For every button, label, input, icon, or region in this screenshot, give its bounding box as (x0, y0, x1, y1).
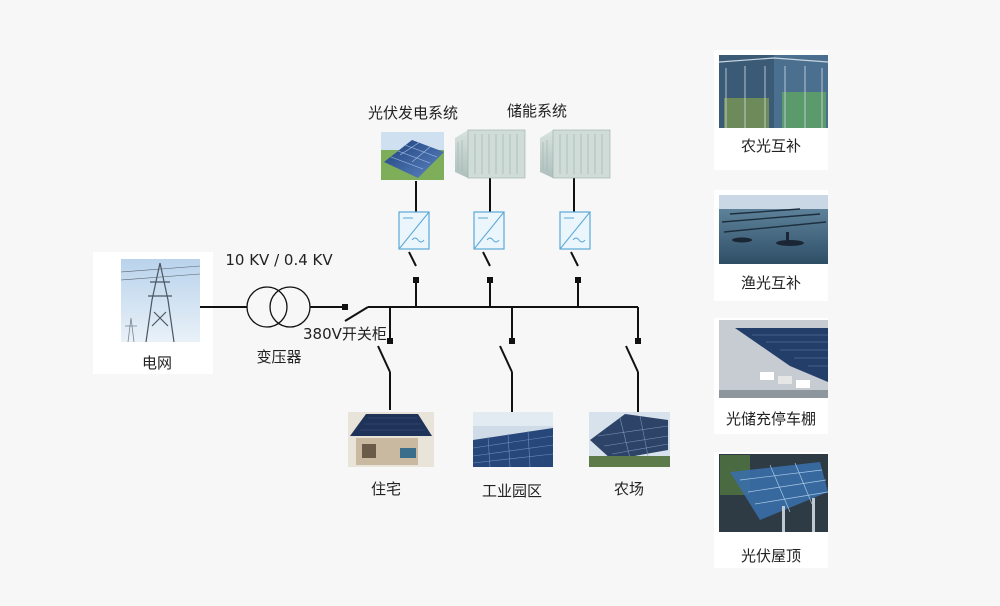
switch-contacts (342, 277, 641, 344)
industrial-park-label: 工业园区 (481, 482, 543, 500)
rooftop-image (719, 454, 829, 532)
farm-label: 农场 (613, 480, 645, 498)
pv-system-label: 光伏发电系统 (367, 104, 459, 122)
agri-pv-image (718, 55, 829, 128)
residential-image (348, 412, 434, 467)
storage-container-2-image (540, 129, 611, 179)
wiring (200, 178, 639, 412)
inverter-pv (398, 211, 430, 250)
app-label-fish: 渔光互补 (740, 274, 802, 292)
pv-panel-image (381, 132, 444, 180)
transformer-label: 变压器 (256, 348, 302, 366)
residential-label: 住宅 (370, 480, 402, 498)
storage-system-label: 储能系统 (506, 102, 568, 120)
fish-pv-image (719, 195, 828, 264)
industrial-park-image (472, 412, 554, 468)
inverter-storage-1 (473, 211, 505, 250)
transmission-tower-image (120, 259, 201, 343)
storage-container-1-image (455, 129, 526, 179)
grid-label: 电网 (141, 354, 173, 372)
farm-image (589, 412, 670, 467)
app-label-carport: 光储充停车棚 (725, 410, 817, 428)
transformer-symbol (246, 286, 311, 328)
switchgear-label: 380V开关柜 (303, 325, 387, 343)
carport-image (719, 320, 828, 398)
app-label-rooftop: 光伏屋顶 (740, 547, 802, 565)
inverter-storage-2 (559, 211, 591, 250)
voltage-label: 10 KV / 0.4 KV (225, 251, 333, 269)
app-label-agri: 农光互补 (740, 137, 802, 155)
